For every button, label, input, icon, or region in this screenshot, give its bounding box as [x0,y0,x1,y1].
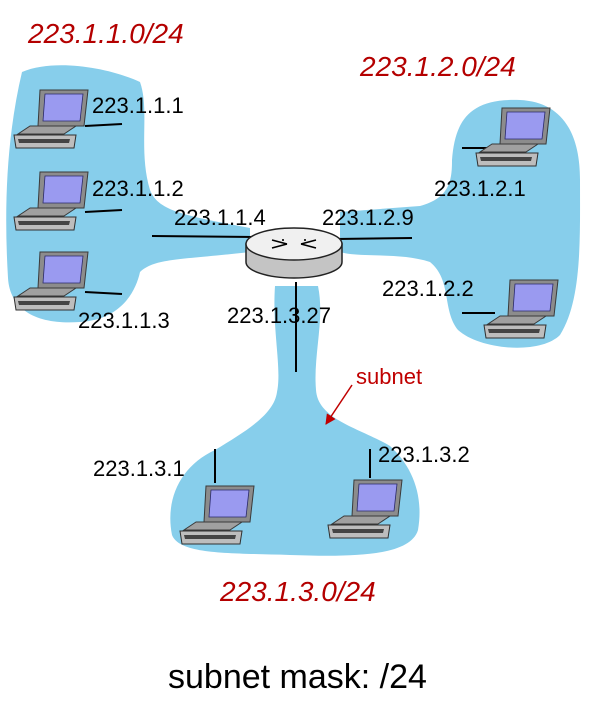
wire-h113 [84,291,123,295]
host-ip-label: 223.1.2.2 [382,276,474,301]
router-icon [245,227,343,279]
subnet-title-1: 223.1.1.0/24 [28,18,184,49]
host-ip-label: 223.1.3.1 [93,456,185,481]
subnet-annotation: subnet [356,364,423,389]
host-ip-label: 223.1.1.1 [92,93,184,118]
router-interface-label: 223.1.1.4 [174,205,266,230]
router-interface-label: 223.1.2.9 [322,205,414,230]
subnet-title-2: 223.1.2.0/24 [360,51,516,82]
annotation-arrow [325,384,353,425]
host-ip-label: 223.1.3.2 [378,442,470,467]
wire-h112 [84,209,123,213]
host-ip-label: 223.1.1.2 [92,176,184,201]
wire-router-if2 [335,237,413,240]
host-ip-label: 223.1.1.3 [78,308,170,333]
router-interface-label: 223.1.3.27 [227,303,331,328]
wire-router-if1 [151,235,256,238]
subnet-mask-caption: subnet mask: /24 [168,658,427,696]
wire-h111 [84,123,123,127]
host-ip-label: 223.1.2.1 [434,176,526,201]
subnet-title-3: 223.1.3.0/24 [220,576,376,607]
